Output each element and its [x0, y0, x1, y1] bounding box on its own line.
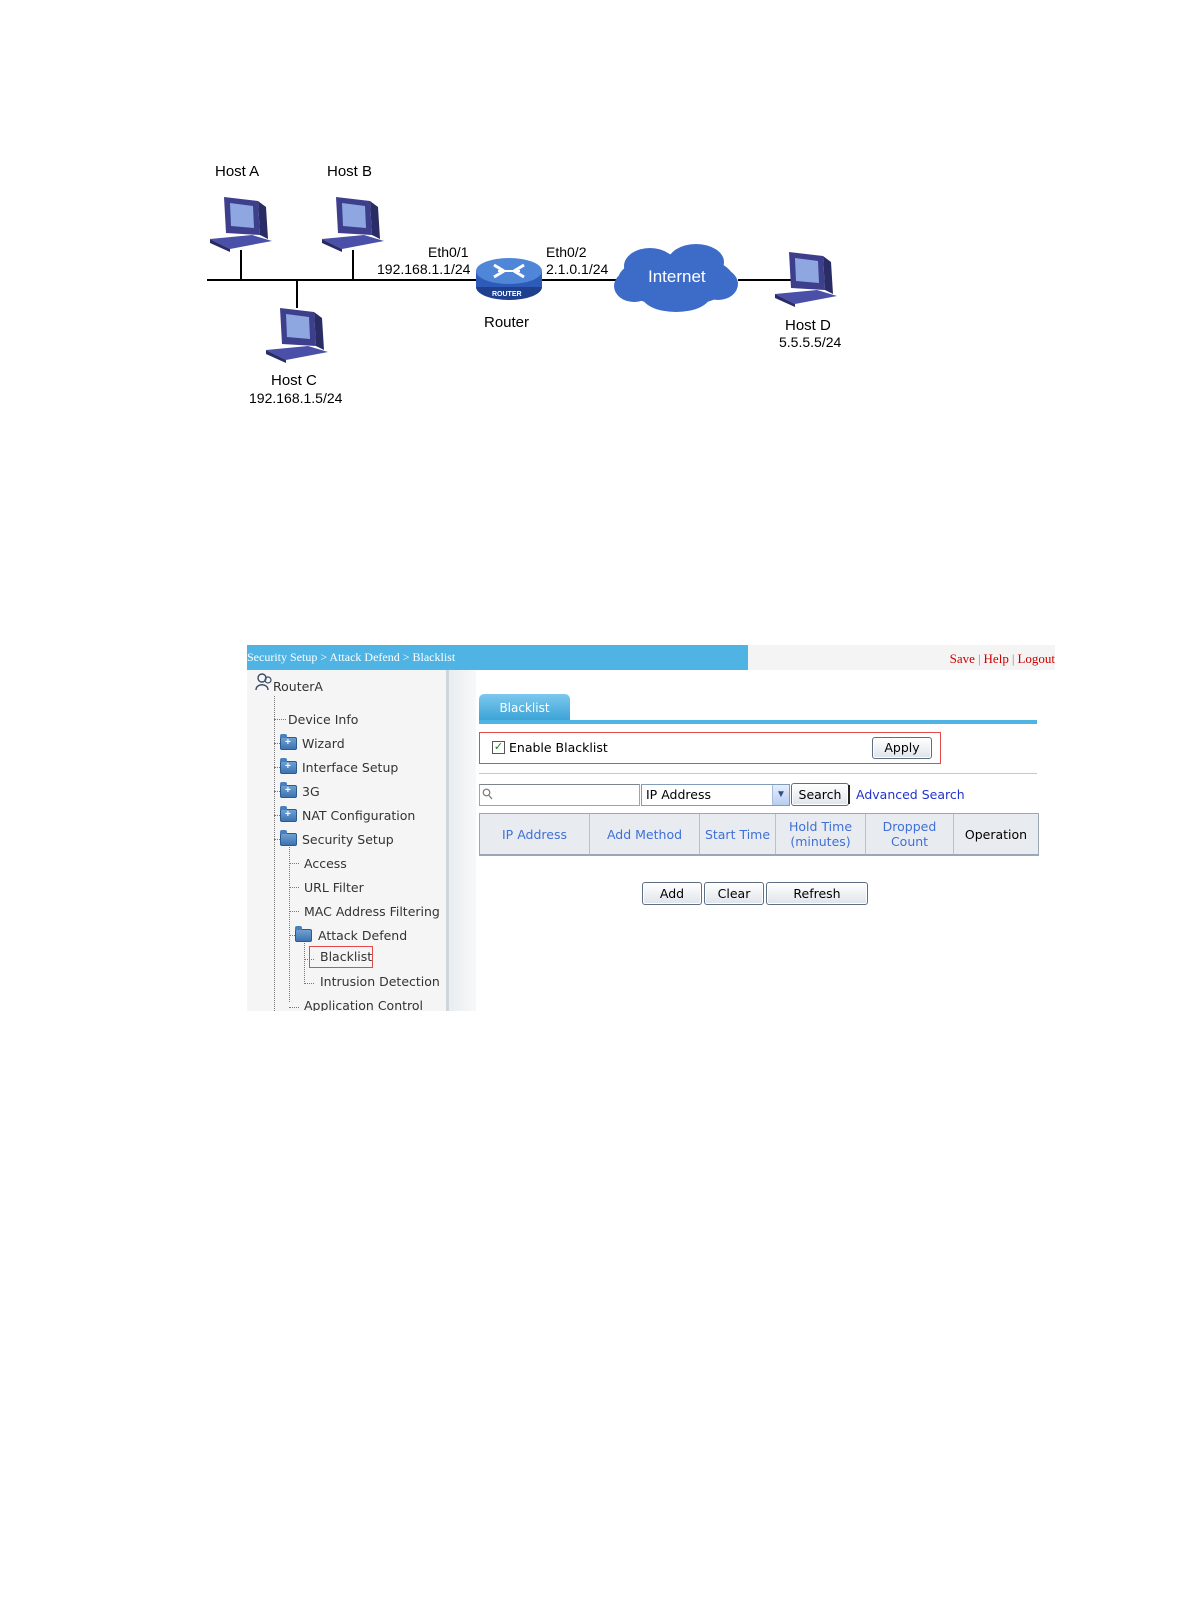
nav-splitter[interactable]	[446, 670, 476, 1011]
save-link[interactable]: Save	[949, 651, 975, 666]
tree-line	[274, 743, 280, 744]
tree-line	[274, 839, 280, 840]
blacklist-screenshot: Security Setup > Attack Defend > Blackli…	[247, 645, 1055, 1011]
enable-blacklist-label: Enable Blacklist	[509, 740, 608, 755]
host-c-label: Host C	[271, 372, 317, 389]
host-c-drop	[296, 280, 298, 308]
nat-folder-icon[interactable]: +	[280, 806, 297, 822]
nav-item-url-filter[interactable]: URL Filter	[304, 880, 364, 895]
search-button[interactable]: Search	[791, 783, 849, 806]
nav-item-security-setup[interactable]: Security Setup	[302, 832, 394, 847]
chevron-down-icon[interactable]: ▼	[772, 785, 789, 805]
wan-segment-right	[738, 279, 798, 281]
nav-item-blacklist[interactable]: Blacklist	[320, 949, 373, 964]
eth01-ip: 192.168.1.1/24	[377, 261, 471, 277]
tree-line	[274, 719, 286, 720]
host-c-ip: 192.168.1.5/24	[249, 390, 343, 406]
eth02-label: Eth0/2	[546, 244, 587, 260]
navigation-tree: RouterA + + + + Device Info Wizard Inter…	[247, 670, 447, 1011]
column-header-ip-address[interactable]: IP Address	[480, 814, 590, 854]
nav-item-intrusion-detection[interactable]: Intrusion Detection	[320, 974, 440, 989]
tab-underline	[479, 720, 1037, 724]
host-d-computer-icon	[775, 252, 837, 307]
nav-item-application-control[interactable]: Application Control	[304, 998, 424, 1011]
blacklist-table-header: IP Address Add Method Start Time Hold Ti…	[479, 813, 1039, 856]
search-field-select[interactable]: IP Address ▼	[641, 784, 790, 806]
internet-label: Internet	[648, 267, 706, 286]
host-a-computer-icon	[210, 197, 272, 252]
tree-line	[274, 696, 275, 1011]
search-field-select-value: IP Address	[646, 787, 711, 802]
nav-item-3g[interactable]: 3G	[302, 784, 320, 799]
toolbar-separator	[848, 785, 850, 804]
host-d-label: Host D	[785, 317, 831, 334]
tree-line	[304, 936, 305, 984]
tree-line	[289, 887, 299, 888]
tree-line	[289, 911, 299, 912]
nav-item-access[interactable]: Access	[304, 856, 347, 871]
router-badge: ROUTER	[492, 291, 522, 298]
refresh-button[interactable]: Refresh	[766, 882, 868, 905]
tree-line	[289, 863, 299, 864]
column-header-dropped-count[interactable]: Dropped Count	[866, 814, 954, 854]
user-group-icon	[255, 673, 272, 691]
tree-line	[274, 767, 280, 768]
column-header-operation: Operation	[964, 826, 1028, 842]
lan-segment	[207, 279, 477, 281]
wan-segment-left	[540, 279, 618, 281]
nav-item-attack-defend[interactable]: Attack Defend	[318, 928, 408, 943]
host-c-computer-icon	[266, 308, 328, 363]
help-link[interactable]: Help	[983, 651, 1009, 666]
host-b-computer-icon	[322, 197, 384, 252]
enable-blacklist-panel: ✓ Enable Blacklist Apply	[479, 732, 941, 764]
eth01-label: Eth0/1	[428, 244, 469, 260]
host-a-drop	[240, 250, 242, 280]
link-separator: |	[977, 651, 981, 666]
advanced-search-link[interactable]: Advanced Search	[856, 787, 965, 802]
internet-cloud-icon	[614, 244, 738, 312]
nav-root[interactable]: RouterA	[273, 679, 323, 694]
logout-link[interactable]: Logout	[1017, 651, 1055, 666]
top-right-bar	[748, 645, 1055, 670]
wizard-folder-icon[interactable]: +	[280, 734, 297, 750]
nav-item-interface-setup[interactable]: Interface Setup	[302, 760, 399, 775]
host-d-ip: 5.5.5.5/24	[779, 334, 842, 350]
interface-setup-folder-icon[interactable]: +	[280, 758, 297, 774]
attack-defend-open-folder-icon[interactable]	[295, 926, 312, 942]
clear-button[interactable]: Clear	[704, 882, 764, 905]
tree-line	[289, 935, 295, 936]
enable-blacklist-checkbox[interactable]: ✓	[492, 741, 505, 754]
3g-folder-icon[interactable]: +	[280, 782, 297, 798]
tree-line	[274, 791, 280, 792]
eth02-ip: 2.1.0.1/24	[546, 261, 609, 277]
column-header-add-method[interactable]: Add Method	[590, 814, 700, 854]
host-b-label: Host B	[327, 163, 373, 180]
security-setup-open-folder-icon[interactable]	[280, 830, 297, 846]
search-input[interactable]	[479, 784, 640, 806]
breadcrumb-bar: Security Setup > Attack Defend > Blackli…	[247, 645, 748, 670]
router-icon	[476, 258, 542, 300]
tree-line	[289, 1007, 299, 1008]
tree-line	[304, 983, 314, 984]
add-button[interactable]: Add	[642, 882, 702, 905]
column-header-hold-time[interactable]: Hold Time (minutes)	[776, 814, 866, 854]
tree-line	[274, 815, 280, 816]
top-links: Save|Help|Logout	[950, 651, 1055, 667]
tree-line	[289, 842, 290, 1002]
section-divider	[479, 773, 1037, 774]
router-label: Router	[484, 314, 530, 331]
host-a-label: Host A	[215, 163, 260, 180]
tab-blacklist[interactable]: Blacklist	[479, 694, 570, 721]
apply-button[interactable]: Apply	[872, 737, 932, 759]
nav-item-nat-configuration[interactable]: NAT Configuration	[302, 808, 416, 823]
search-icon	[482, 788, 493, 800]
link-separator: |	[1011, 651, 1015, 666]
nav-item-mac-address-filtering[interactable]: MAC Address Filtering	[304, 904, 440, 919]
host-b-drop	[352, 250, 354, 280]
nav-item-wizard[interactable]: Wizard	[302, 736, 345, 751]
nav-item-device-info[interactable]: Device Info	[288, 712, 359, 727]
breadcrumb: Security Setup > Attack Defend > Blackli…	[247, 650, 456, 664]
column-header-start-time[interactable]: Start Time	[700, 814, 776, 854]
nav-item-blacklist-highlight[interactable]: Blacklist	[309, 946, 373, 968]
